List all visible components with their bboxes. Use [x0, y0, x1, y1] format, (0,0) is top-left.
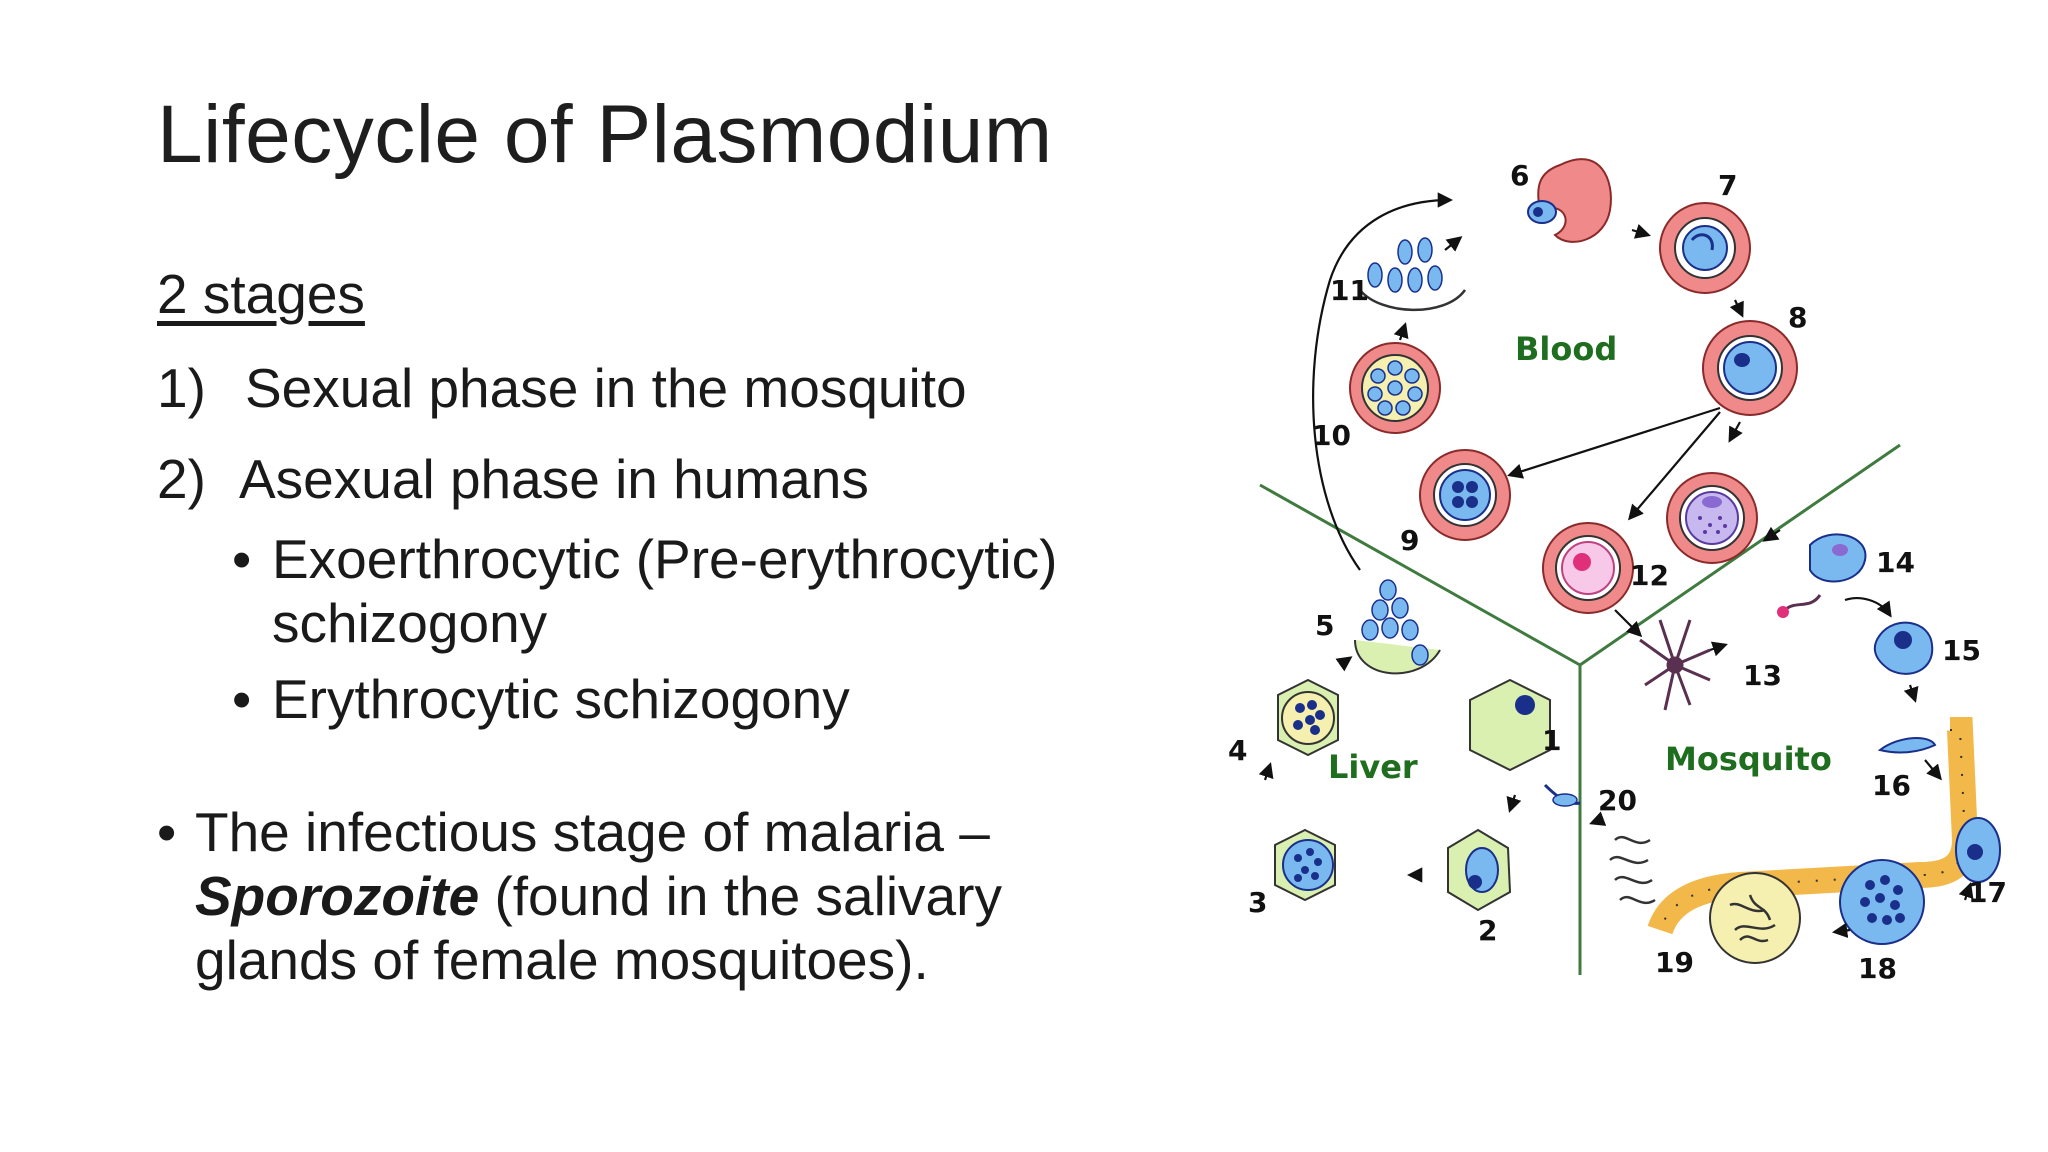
- item-number: 2): [157, 448, 206, 510]
- stage-20-sporozoites: [1609, 835, 1656, 905]
- zygote-fertilization-icon: [1777, 606, 1789, 618]
- bullet-glyph: •: [232, 528, 252, 590]
- region-label-blood: Blood: [1515, 330, 1617, 368]
- stage-number-15: 15: [1942, 634, 1981, 667]
- stage-5-merozoite-release: [1354, 579, 1441, 675]
- stage-number-7: 7: [1718, 169, 1737, 202]
- stage-15-zygote: [1873, 621, 1934, 675]
- stage-number-13: 13: [1743, 659, 1782, 692]
- region-label-mosquito: Mosquito: [1665, 740, 1832, 778]
- sub-bullet-text: Erythrocytic schizogony: [272, 668, 850, 730]
- plasmodium-lifecycle-diagram: Blood Liver Mosquito: [1228, 158, 2007, 985]
- sub-bullet-text: Exoerthrocytic (Pre-erythrocytic) schizo…: [272, 528, 1058, 654]
- stage-number-5: 5: [1315, 609, 1334, 642]
- stage-number-4: 4: [1228, 734, 1247, 767]
- infectious-stage-text: The infectious stage of malaria – Sporoz…: [195, 800, 1017, 992]
- stage-16-ookinete: [1877, 737, 1937, 754]
- item-text: Sexual phase in the mosquito: [245, 357, 967, 419]
- bullet-glyph: •: [157, 801, 177, 863]
- stage-10-mature-schizont: [1349, 342, 1441, 434]
- stage-18-oocyst-mature: [1839, 859, 1925, 945]
- stage-4-liver-schizont: [1277, 678, 1339, 757]
- stage-number-16: 16: [1872, 769, 1911, 802]
- stage-number-11: 11: [1330, 274, 1369, 307]
- stage-number-9: 9: [1400, 524, 1419, 557]
- region-label-liver: Liver: [1328, 748, 1418, 786]
- stage-number-17: 17: [1968, 876, 2007, 909]
- stage-3-developing-schizont: [1274, 828, 1336, 902]
- stage-number-12: 12: [1630, 559, 1669, 592]
- stage-number-19: 19: [1655, 946, 1694, 979]
- stage-1-hepatocyte: [1469, 678, 1581, 807]
- infectious-stage-bullet: • The infectious stage of malaria – Spor…: [157, 800, 1017, 992]
- stage-gametocyte-purple: [1666, 472, 1758, 564]
- stage-14-macrogamete: [1809, 533, 1867, 583]
- stage-numbers: 1 2 3 4 5 6 7 8 9 10 11 12 13 14 15 16 1…: [1228, 159, 2007, 985]
- sub-bullet-exoerythrocytic: • Exoerthrocytic (Pre-erythrocytic) schi…: [232, 527, 1092, 655]
- numbered-item-sexual: 1) Sexual phase in the mosquito: [157, 356, 967, 420]
- stage-number-20: 20: [1598, 784, 1637, 817]
- stage-17-oocyst-early: [1955, 817, 2001, 883]
- stage-number-6: 6: [1510, 159, 1529, 192]
- microgamete-icon: [1783, 594, 1822, 612]
- stage-6-merozoite-entering: [1527, 158, 1612, 243]
- stage-number-1: 1: [1542, 724, 1561, 757]
- stage-7-ring-form: [1659, 202, 1751, 294]
- stage-number-2: 2: [1478, 914, 1497, 947]
- stage-2-infected-hepatocyte: [1447, 828, 1512, 912]
- stage-number-10: 10: [1312, 419, 1351, 452]
- stage-number-18: 18: [1858, 952, 1897, 985]
- stage-number-8: 8: [1788, 301, 1807, 334]
- stage-11-released-merozoites: [1359, 237, 1467, 312]
- numbered-item-asexual: 2) Asexual phase in humans: [157, 447, 869, 511]
- item-number: 1): [157, 357, 206, 419]
- stage-9-schizont: [1419, 449, 1511, 541]
- stage-19-oocyst-sporozoites: [1709, 872, 1801, 964]
- infectious-suffix: (found in the salivary glands of female …: [195, 865, 1002, 991]
- stage-number-14: 14: [1876, 546, 1915, 579]
- infectious-prefix: The infectious stage of malaria –: [195, 801, 990, 863]
- lifecycle-arrows: [1258, 192, 1974, 939]
- sporozoite-emphasis: Sporozoite: [195, 865, 480, 927]
- item-text: Asexual phase in humans: [239, 448, 869, 510]
- stage-number-3: 3: [1248, 886, 1267, 919]
- slide-title: Lifecycle of Plasmodium: [157, 89, 1053, 180]
- stages-heading: 2 stages: [157, 263, 365, 325]
- stage-13-exflagellation: [1639, 619, 1711, 711]
- stage-8-trophozoite: [1702, 320, 1798, 416]
- stage-12-macrogametocyte: [1542, 522, 1634, 614]
- bullet-glyph: •: [232, 668, 252, 730]
- sub-bullet-erythrocytic: • Erythrocytic schizogony: [232, 667, 1092, 731]
